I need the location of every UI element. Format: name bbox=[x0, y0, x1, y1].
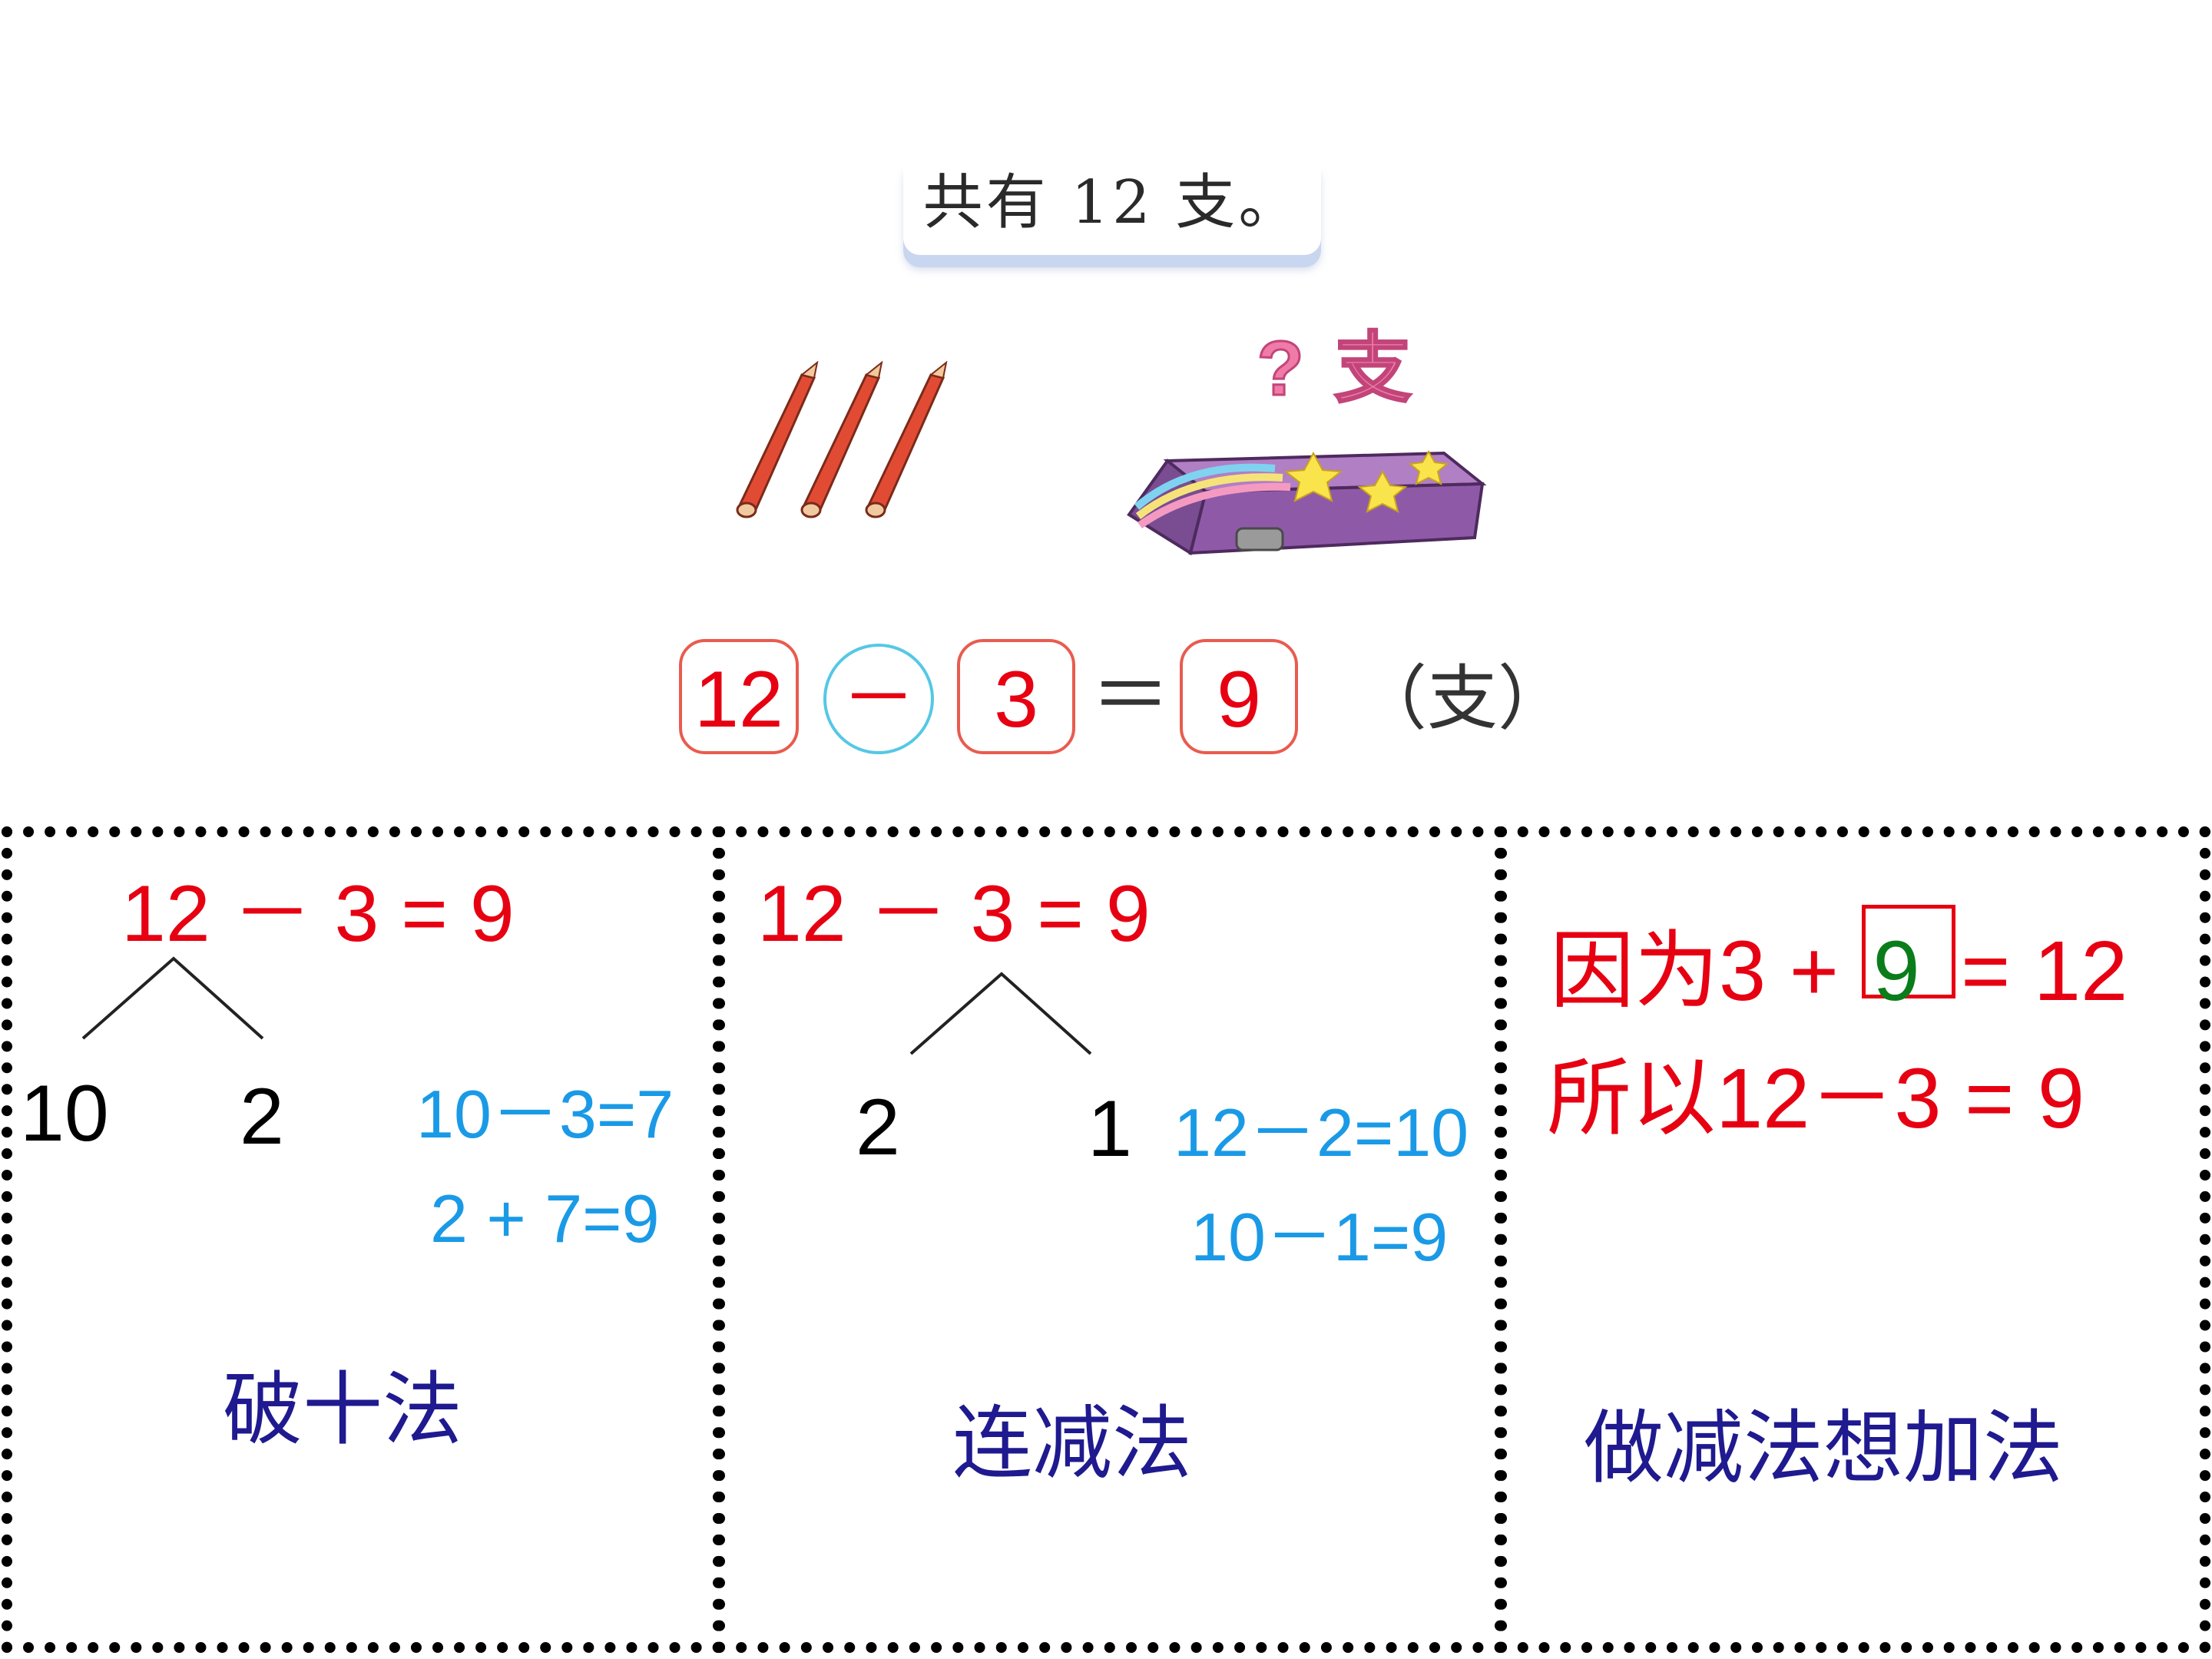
three-pencils-illustration bbox=[736, 361, 948, 518]
pencil-icon bbox=[865, 361, 948, 518]
equation-equals-sign: ＝ bbox=[1091, 652, 1171, 741]
pencil-icon bbox=[800, 361, 883, 518]
method1-equation: 12 － 3 = 9 bbox=[121, 869, 515, 959]
method1-split-left: 10 bbox=[20, 1069, 109, 1158]
clasp-icon bbox=[1235, 527, 1284, 551]
method3-name: 做减法想加法 bbox=[1584, 1401, 2064, 1495]
method1-step2: 2 + 7=9 bbox=[430, 1181, 660, 1257]
equation-unit: （支） bbox=[1356, 657, 1569, 740]
method3-line1: 因为3 + 9 = 12 bbox=[1550, 922, 2128, 1022]
method2-name: 连减法 bbox=[952, 1396, 1193, 1490]
method3-line1-suffix: = 12 bbox=[1937, 924, 2128, 1018]
equation-result-box: 9 bbox=[1180, 639, 1298, 754]
method1-step1: 10－3=7 bbox=[416, 1076, 674, 1152]
equation-operator-circle: － bbox=[823, 644, 934, 754]
method1-split-lines bbox=[81, 956, 264, 1040]
caption-bubble: 共有 12 支。 bbox=[903, 151, 1321, 255]
star-icon bbox=[1357, 469, 1408, 513]
method2-split-left: 2 bbox=[856, 1083, 900, 1172]
equation-minuend-box: 12 bbox=[679, 639, 799, 754]
equation-subtrahend-box: 3 bbox=[957, 639, 1075, 754]
method3-line1-prefix: 因为3 + bbox=[1550, 924, 1863, 1018]
method2-split-right: 1 bbox=[1088, 1084, 1132, 1174]
caption-text: 共有 12 支。 bbox=[922, 168, 1302, 237]
star-icon bbox=[1408, 449, 1449, 485]
question-label-text: ? 支 bbox=[1256, 325, 1416, 413]
method2-step1: 12－2=10 bbox=[1174, 1094, 1469, 1171]
question-label: ? 支 bbox=[1244, 323, 1429, 415]
method3-line2: 所以12－3 = 9 bbox=[1547, 1051, 2085, 1146]
method3-line1-box-value: 9 bbox=[1873, 924, 1920, 1018]
method2-split-lines bbox=[909, 972, 1092, 1055]
method-panel-think-addition bbox=[1496, 826, 2210, 1653]
method1-name: 破十法 bbox=[223, 1363, 463, 1456]
pencil-icon bbox=[736, 361, 819, 518]
method3-answer-box bbox=[1862, 905, 1955, 998]
star-icon bbox=[1283, 451, 1343, 502]
method1-split-right: 2 bbox=[240, 1072, 284, 1161]
method2-equation: 12 － 3 = 9 bbox=[757, 869, 1151, 959]
pencil-case-illustration bbox=[1127, 449, 1487, 556]
method2-step2: 10－1=9 bbox=[1190, 1199, 1449, 1275]
